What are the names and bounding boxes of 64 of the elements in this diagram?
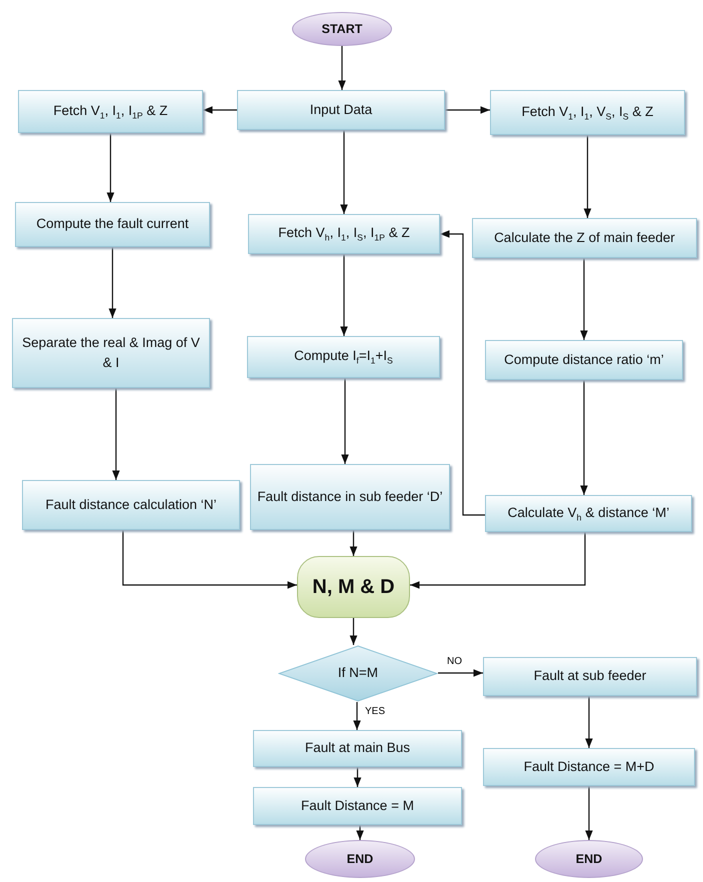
node-text: N, M & D [312, 575, 395, 600]
process-box [250, 464, 450, 530]
arrow [440, 230, 485, 516]
process-box [483, 748, 695, 786]
edge-label: YES [364, 706, 386, 717]
process-box [485, 495, 692, 532]
edge-label: NO [446, 656, 463, 667]
node-text: Fault Distance = M [301, 796, 414, 815]
process-box [22, 480, 240, 530]
process-box [18, 90, 203, 133]
arrow [108, 247, 116, 318]
process-box [237, 90, 445, 130]
arrow [203, 106, 237, 114]
node-text: Calculate V$_{h}$ & distance ‘M’ [508, 504, 670, 524]
process-box [490, 90, 685, 135]
process-box [472, 218, 697, 258]
arrow [410, 532, 586, 589]
arrow [353, 702, 361, 730]
arrow [338, 46, 346, 90]
arrow [354, 767, 362, 787]
node-text: Fault at main Bus [304, 739, 410, 758]
arrow [341, 378, 349, 464]
node-text: Fetch V$_{1}$, I$_{1}$, V$_{S}$, I$_{S}$ & Z [522, 102, 654, 124]
process-box [483, 657, 697, 696]
node-text: Fetch V$_{h}$, I$_{1}$, I$_{S}$, I$_{1P}$ & Z [278, 224, 410, 245]
arrow [584, 135, 592, 218]
arrow [445, 106, 490, 114]
node-text: Compute the fault current [36, 215, 189, 234]
process-box [485, 340, 683, 380]
process-box [12, 318, 210, 388]
process-box [15, 202, 210, 247]
arrow [340, 130, 348, 214]
node-text: Fault distance calculation ‘N’ [45, 496, 217, 514]
decision-diamond [278, 645, 438, 702]
arrow [438, 669, 483, 677]
node-text: Fault distance in sub feeder ‘D’ [257, 488, 443, 506]
node-text: Compute I$_{f}$=I$_{1}$+I$_{S}$ [294, 347, 393, 368]
arrow [106, 133, 114, 202]
node-text: Fault Distance = M+D [524, 758, 654, 776]
node-text: END [346, 850, 374, 868]
node-text: Input Data [310, 100, 372, 119]
arrow [350, 618, 358, 645]
process-box [253, 730, 462, 767]
arrow [122, 530, 297, 589]
arrow [112, 388, 120, 480]
arrow [350, 530, 358, 556]
arrow [580, 380, 588, 495]
merge-box [297, 556, 410, 618]
node-text: START [322, 20, 362, 38]
process-box [248, 214, 440, 254]
node-text: Compute distance ratio ‘m’ [504, 350, 664, 369]
arrow [585, 786, 593, 840]
node-text: END [576, 850, 602, 868]
arrow [340, 254, 348, 336]
node-text: Fault at sub feeder [534, 667, 646, 686]
node-text: Separate the real & Imag of V & I [21, 334, 201, 372]
process-box [253, 787, 462, 825]
node-text: Fetch V$_{1}$, I$_{1}$, I$_{1P}$ & Z [53, 102, 168, 122]
process-box [247, 336, 440, 378]
arrow [580, 258, 588, 340]
arrow [585, 696, 593, 748]
arrow [356, 825, 364, 840]
node-text: If N=M [338, 664, 378, 682]
node-text: Calculate the Z of main feeder [494, 228, 675, 247]
